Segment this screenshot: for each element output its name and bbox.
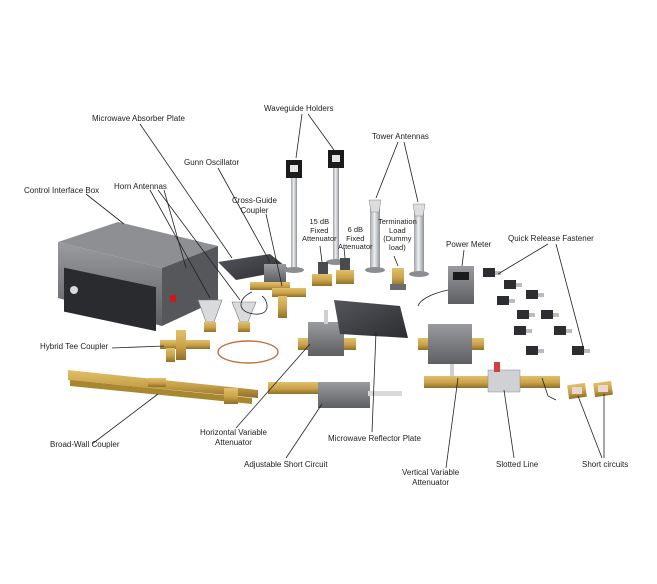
- microwave-absorber-plate: [218, 254, 290, 280]
- vertical-variable-attenuator: [418, 324, 484, 378]
- label-cross-guide-coupler: Cross-Guide Coupler: [232, 196, 277, 215]
- label-control-interface-box: Control Interface Box: [24, 186, 100, 195]
- microwave-reflector-plate: [334, 300, 408, 338]
- horizontal-variable-attenuator: [298, 310, 356, 356]
- label-15db-fixed-attenuator: 15 dB Fixed Attenuator: [302, 217, 337, 243]
- quick-release-fasteners: [483, 268, 590, 355]
- slotted-line: [424, 362, 560, 401]
- label-termination-load: Termination Load (Dummy load): [378, 217, 417, 252]
- label-power-meter: Power Meter: [446, 240, 492, 249]
- horn-antennas: [197, 299, 257, 332]
- short-circuits: [567, 380, 613, 400]
- leader-lines: [85, 113, 605, 469]
- label-microwave-reflector-plate: Microwave Reflector Plate: [328, 434, 421, 443]
- power-switch-icon: [170, 295, 176, 302]
- label-6db-fixed-attenuator: 6 dB Fixed Attenuator: [338, 225, 373, 251]
- hybrid-tee-coupler: [160, 330, 210, 362]
- label-tower-antennas: Tower Antennas: [372, 132, 429, 141]
- label-gunn-oscillator: Gunn Oscillator: [184, 158, 240, 167]
- label-short-circuits: Short circuits: [582, 460, 629, 469]
- label-slotted-line: Slotted Line: [496, 460, 539, 469]
- label-hybrid-tee-coupler: Hybrid Tee Coupler: [40, 342, 109, 351]
- waveguide-holders: [284, 150, 346, 273]
- coax-cable: [217, 340, 279, 364]
- label-horizontal-variable-attenuator: Horizontal Variable Attenuator: [200, 428, 267, 447]
- adjustable-short-circuit: [268, 382, 402, 408]
- fixed-attenuators: [312, 258, 354, 286]
- control-interface-box: [58, 222, 218, 332]
- label-horn-antennas: Horn Antennas: [114, 182, 167, 191]
- label-broad-wall-coupler: Broad-Wall Coupler: [50, 440, 120, 449]
- label-waveguide-holders: Waveguide Holders: [264, 104, 334, 113]
- termination-load: [390, 268, 406, 290]
- label-adjustable-short-circuit: Adjustable Short Circuit: [244, 460, 328, 469]
- label-vertical-variable-attenuator: Vertical Variable Attenuator: [402, 468, 460, 487]
- power-meter: [417, 266, 474, 307]
- tower-antennas: [365, 199, 429, 277]
- broad-wall-coupler: [68, 370, 258, 404]
- label-microwave-absorber-plate: Microwave Absorber Plate: [92, 114, 185, 123]
- cross-guide-coupler: [272, 288, 306, 318]
- label-quick-release-fastener: Quick Release Fastener: [508, 234, 594, 243]
